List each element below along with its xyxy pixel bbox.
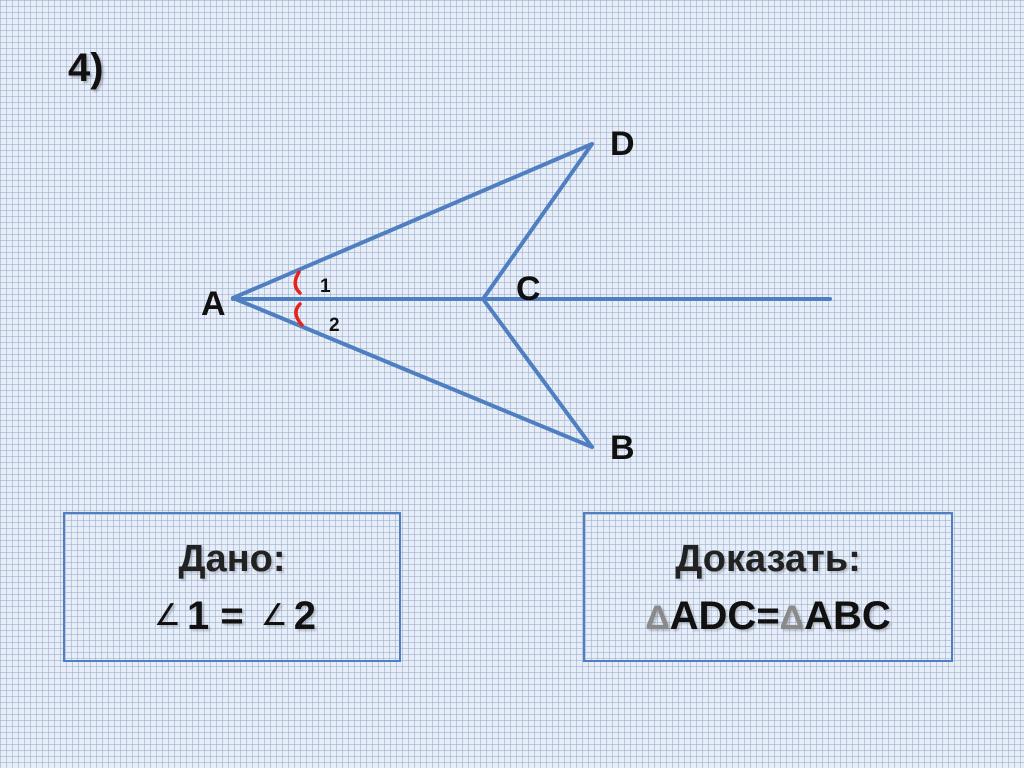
- angle-symbol-icon: ∠: [154, 599, 181, 632]
- problem-number: 4): [68, 46, 104, 90]
- given-angle-left: 1: [186, 594, 210, 638]
- segment-CD: [481, 142, 594, 301]
- segment-CB: [481, 297, 594, 449]
- segment-AB: [231, 296, 594, 449]
- point-label-D: D: [610, 125, 635, 163]
- angle-label-2: 2: [329, 315, 340, 336]
- given-box: Дано: ∠1 = ∠2: [63, 512, 401, 662]
- triangle-symbol-icon: Δ: [645, 599, 670, 637]
- angle-arc-1: [293, 270, 302, 295]
- segment-AD: [231, 142, 594, 300]
- prove-triangle-1: ADC: [669, 594, 757, 638]
- given-angle-right: 2: [293, 594, 316, 638]
- point-label-A: A: [201, 285, 226, 323]
- given-statement: ∠1 = ∠2: [65, 594, 399, 639]
- point-label-B: B: [610, 429, 635, 467]
- prove-box: Доказать: ΔADC=ΔABC: [583, 512, 953, 662]
- given-title: Дано:: [178, 538, 286, 580]
- angle-label-1: 1: [320, 276, 331, 297]
- point-label-C: C: [516, 270, 541, 308]
- given-equals: =: [220, 594, 244, 638]
- prove-equals: =: [756, 594, 780, 638]
- prove-statement: ΔADC=ΔABC: [585, 594, 951, 639]
- prove-title: Доказать:: [675, 538, 861, 580]
- triangle-symbol-icon: Δ: [779, 599, 805, 637]
- angle-symbol-icon: ∠: [260, 599, 288, 632]
- angle-arc-2: [294, 302, 304, 327]
- prove-triangle-2: ABC: [804, 594, 891, 638]
